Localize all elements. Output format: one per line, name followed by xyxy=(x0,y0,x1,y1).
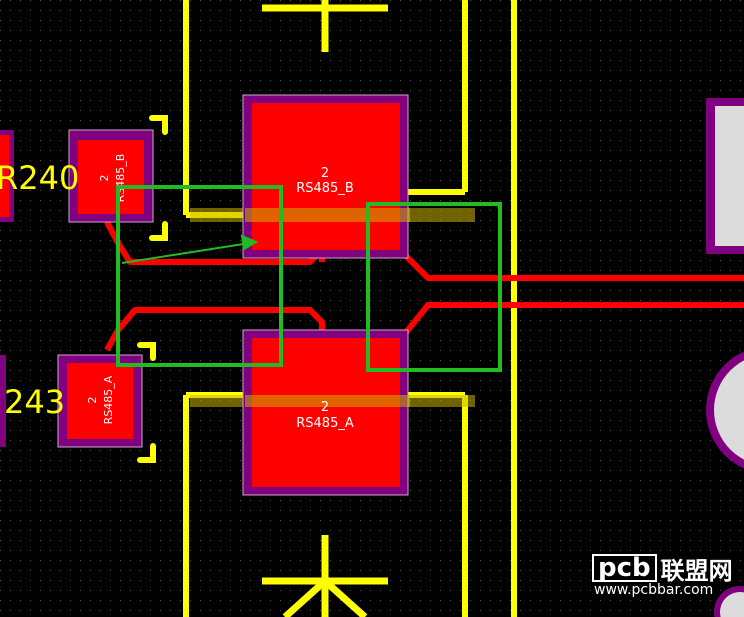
designator-r240: R240 xyxy=(0,159,79,197)
watermark-logo: pcb 联盟网 xyxy=(592,554,733,585)
pad-r243-partial[interactable] xyxy=(0,355,6,447)
silkscreen-top-symbol xyxy=(262,0,388,52)
pad-number-big-b: 2 xyxy=(321,166,329,181)
copper-traces-far xyxy=(505,275,744,308)
designator-r243: 243 xyxy=(4,383,65,421)
pad-net-left-a: RS485_A xyxy=(102,375,115,424)
selection-box-right[interactable] xyxy=(366,202,502,372)
pad-net-big-a: RS485_A xyxy=(296,416,354,431)
pad-net-big-b: RS485_B xyxy=(296,181,354,196)
selection-box-left[interactable] xyxy=(116,185,283,367)
watermark-chinese-text: 联盟网 xyxy=(660,556,733,585)
pad-number-big-a: 2 xyxy=(321,400,329,415)
silkscreen-bottom-symbol xyxy=(262,535,388,617)
watermark: pcb 联盟网 www.pcbbar.com xyxy=(586,552,744,617)
pad-net-left-b: RS485_B xyxy=(114,154,127,203)
silkscreen-corner-marks xyxy=(137,115,168,463)
watermark-url: www.pcbbar.com xyxy=(594,582,714,598)
watermark-logo-text: pcb xyxy=(592,554,657,582)
annotation-arrow xyxy=(121,234,259,264)
pad-number-left-b: 2 xyxy=(98,175,111,182)
silkscreen-outline xyxy=(183,0,517,617)
pad-number-left-a: 2 xyxy=(86,397,99,404)
